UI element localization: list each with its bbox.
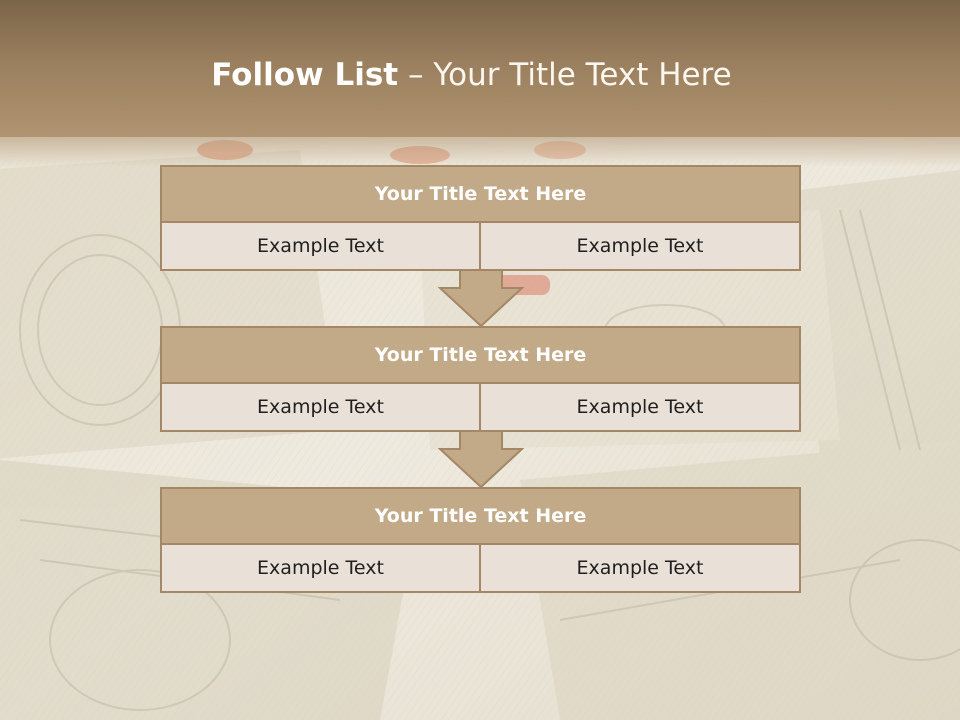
block-cell-left: Example Text bbox=[162, 223, 481, 269]
slide-title-bold: Follow List bbox=[211, 57, 399, 93]
slide-title-rest: – Your Title Text Here bbox=[407, 57, 732, 93]
block-cell-left: Example Text bbox=[162, 545, 481, 591]
block-cell-left: Example Text bbox=[162, 384, 481, 430]
list-block: Your Title Text Here Example Text Exampl… bbox=[160, 487, 801, 593]
block-cell-right: Example Text bbox=[481, 384, 799, 430]
block-title: Your Title Text Here bbox=[162, 489, 799, 545]
list-block: Your Title Text Here Example Text Exampl… bbox=[160, 326, 801, 432]
block-title: Your Title Text Here bbox=[162, 328, 799, 384]
down-arrow-icon bbox=[438, 268, 524, 328]
block-cell-right: Example Text bbox=[481, 223, 799, 269]
slide-title: Follow List – Your Title Text Here bbox=[0, 52, 943, 98]
title-band bbox=[0, 0, 960, 167]
block-title: Your Title Text Here bbox=[162, 167, 799, 223]
down-arrow-icon bbox=[438, 429, 524, 489]
block-cell-right: Example Text bbox=[481, 545, 799, 591]
list-block: Your Title Text Here Example Text Exampl… bbox=[160, 165, 801, 271]
